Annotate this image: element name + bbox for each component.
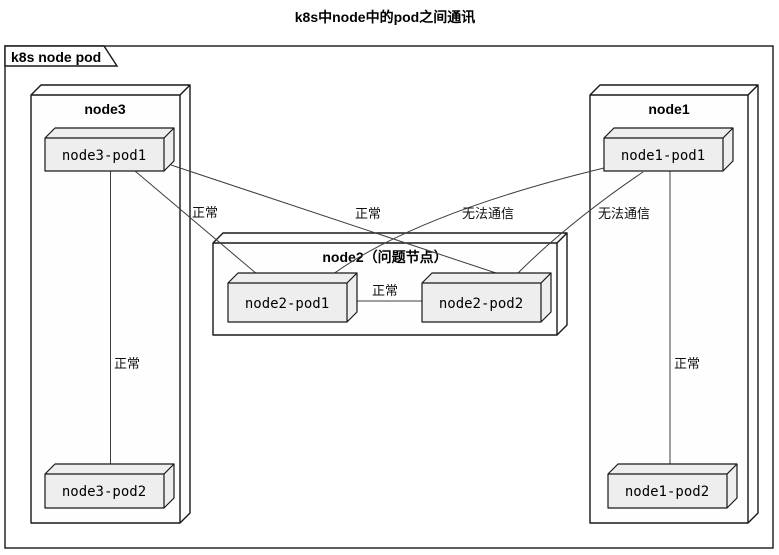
- edge-node3-pod1-node2-pod1: [134, 170, 265, 281]
- pod-label-node3-pod1: node3-pod1: [62, 148, 146, 164]
- pod-label-node2-pod1: node2-pod1: [245, 296, 329, 312]
- frame-tab: [4, 45, 119, 67]
- pod-node1-pod2-3d-edges: [608, 463, 738, 508]
- edge-label-node1-internal: 正常: [674, 356, 700, 371]
- pod-label-node2-pod2: node2-pod2: [439, 296, 523, 312]
- pod-node3-pod1-3d-edges: [45, 127, 175, 171]
- diagram-title: k8s中node中的pod之间通讯: [295, 9, 475, 25]
- pod-node3-pod2: [44, 463, 175, 509]
- pod-node2-pod2: [421, 272, 552, 323]
- pod-node1-pod1-3d-edges: [604, 127, 734, 171]
- edge-label-node1pod1-node2pod1: 无法通信: [462, 206, 514, 221]
- node-node1: [589, 84, 759, 524]
- edge-label-node2-internal: 正常: [372, 283, 398, 298]
- pod-label-node1-pod1: node1-pod1: [621, 148, 705, 164]
- edge-label-node3pod1-node2pod2: 正常: [355, 206, 381, 221]
- node-node3-3d-edges: [31, 84, 191, 523]
- node-title-node1: node1: [648, 101, 689, 117]
- node-title-node2: node2（问题节点）: [322, 249, 447, 265]
- edge-label-node3pod1-node2pod1: 正常: [192, 205, 218, 220]
- edge-label-node3-internal: 正常: [114, 356, 140, 371]
- node-node1-3d-edges: [590, 84, 759, 523]
- node-node2-3d-edges: [213, 232, 568, 335]
- pod-node2-pod1: [227, 272, 358, 323]
- frame-label: k8s node pod: [11, 49, 101, 65]
- edge-node1-pod1-node2-pod2: [511, 171, 644, 280]
- pod-node2-pod1-3d-edges: [228, 272, 358, 322]
- pod-label-node1-pod2: node1-pod2: [625, 484, 709, 500]
- pod-node1-pod1: [603, 127, 734, 172]
- pod-label-node3-pod2: node3-pod2: [62, 484, 146, 500]
- node-title-node3: node3: [84, 101, 125, 117]
- edge-node3-pod1-node2-pod2: [170, 164, 509, 278]
- pod-node1-pod2: [607, 463, 738, 509]
- pod-node3-pod1: [44, 127, 175, 172]
- edge-node1-pod1-node2-pod1: [324, 167, 605, 281]
- pod-node3-pod2-3d-edges: [45, 463, 175, 508]
- edge-label-node1pod1-node2pod2: 无法通信: [598, 206, 650, 221]
- pod-node2-pod2-3d-edges: [422, 272, 552, 322]
